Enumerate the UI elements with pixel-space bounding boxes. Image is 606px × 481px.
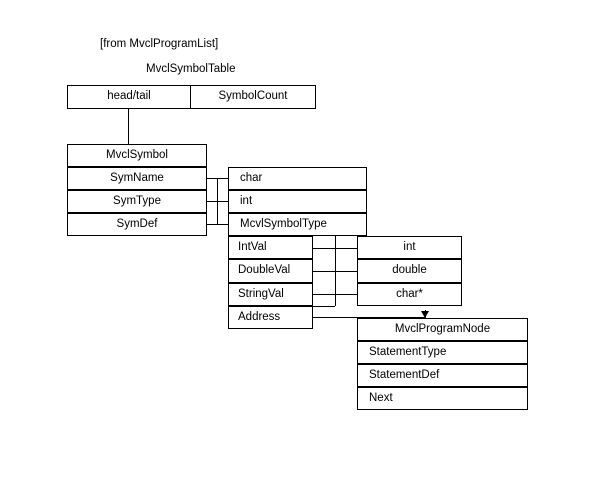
- union-type-char-pointer: char*: [357, 283, 462, 306]
- program-node-field-next: Next: [357, 387, 528, 410]
- union-type-double: double: [357, 259, 462, 283]
- symbol-type-mcvlsymboltype: McvlSymbolType: [228, 213, 367, 236]
- connector-symbol-fields-spine: [217, 178, 218, 225]
- program-node-field-statementdef: StatementDef: [357, 364, 528, 387]
- union-field-doubleval: DoubleVal: [228, 259, 313, 283]
- connector-stringval-to-char-ptr: [313, 294, 357, 295]
- connector-head-tail-to-symbol: [128, 109, 129, 145]
- symbol-struct-field-symdef: SymDef: [67, 213, 207, 236]
- union-field-stringval: StringVal: [228, 283, 313, 306]
- connector-doubleval-to-double: [313, 271, 357, 272]
- union-field-address: Address: [228, 306, 313, 329]
- union-type-int: int: [357, 236, 462, 259]
- symbol-type-int: int: [228, 190, 367, 213]
- program-node-title: MvclProgramNode: [357, 318, 528, 341]
- connector-union-bottom-edge: [313, 306, 335, 307]
- source-note-label: [from MvclProgramList]: [100, 38, 219, 50]
- symbol-struct-field-symtype: SymType: [67, 190, 207, 213]
- symbol-table-cell-symbol-count: SymbolCount: [190, 85, 316, 109]
- symbol-struct-field-symname: SymName: [67, 167, 207, 190]
- symbol-table-cell-head-tail: head/tail: [67, 85, 191, 109]
- arrow-down-icon: [421, 311, 429, 318]
- symbol-type-char: char: [228, 167, 367, 190]
- connector-address-horizontal: [313, 317, 426, 318]
- symbol-struct-title: MvclSymbol: [67, 144, 207, 167]
- program-node-field-statementtype: StatementType: [357, 341, 528, 364]
- union-field-intval: IntVal: [228, 236, 313, 259]
- symbol-table-title: MvclSymbolTable: [146, 63, 236, 75]
- connector-intval-to-int: [313, 248, 357, 249]
